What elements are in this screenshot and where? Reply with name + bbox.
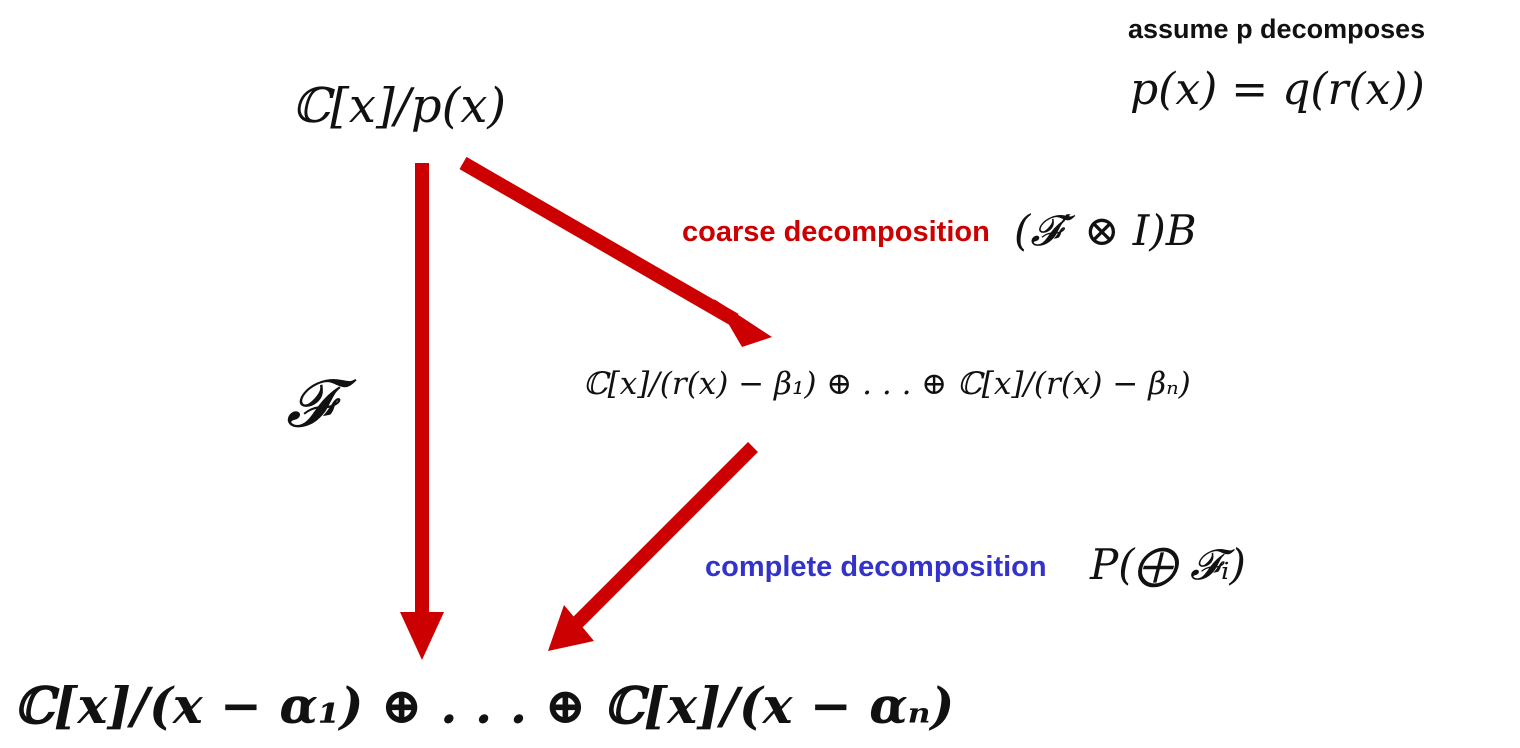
arrow-coarse: [459, 156, 772, 347]
complete-decomposition-formula: P(⨁ 𝓕ᵢ): [1090, 540, 1246, 589]
note-title: assume p decomposes: [1128, 14, 1426, 44]
fourier-transform-symbol: 𝓕: [286, 365, 335, 442]
middle-node: ℂ[x]/(r(x) − β₁) ⊕ . . . ⊕ ℂ[x]/(r(x) − …: [583, 366, 1191, 402]
arrow-direct: [400, 163, 444, 660]
top-node: ℂ[x]/p(x): [292, 78, 507, 134]
complete-decomposition-label: complete decomposition: [705, 551, 1047, 583]
arrow-complete: [548, 442, 758, 651]
coarse-decomposition-label: coarse decomposition: [682, 216, 990, 248]
bottom-node: ℂ[x]/(x − α₁) ⊕ . . . ⊕ ℂ[x]/(x − αₙ): [14, 676, 955, 735]
coarse-decomposition-formula: (𝓕′ ⊗ I)B: [1014, 206, 1197, 255]
note-formula: p(x) = q(r(x)): [1130, 64, 1425, 115]
